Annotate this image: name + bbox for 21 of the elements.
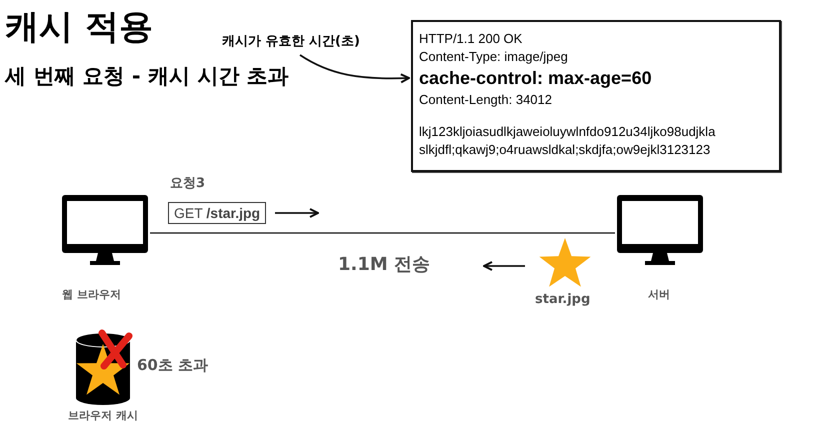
device-label: 서버 <box>648 287 670 302</box>
response-box <box>411 20 781 172</box>
header-line: Content-Length: 34012 <box>419 91 552 109</box>
header-line: Content-Type: image/jpeg <box>419 48 568 66</box>
annotation-text: 캐시가 유효한 시간(초) <box>222 32 360 50</box>
title: 캐시 적용 <box>5 6 153 49</box>
monitor-icon <box>60 195 150 265</box>
transfer-label: 1.1M 전송 <box>338 253 430 276</box>
connection-line <box>150 232 615 234</box>
request-box: GET /star.jpg <box>168 202 266 224</box>
file-label: star.jpg <box>535 292 590 307</box>
device-label: 웹 브라우저 <box>62 287 121 302</box>
monitor-icon <box>615 195 705 265</box>
header-line-highlighted: cache-control: max-age=60 <box>419 67 652 90</box>
expired-label: 60초 초과 <box>137 356 208 375</box>
header-line: HTTP/1.1 200 OK <box>419 30 522 48</box>
request-label: 요청3 <box>170 175 206 192</box>
body-text: lkj123kljoiasudlkjaweioluywlnfdo912u34ljko98udjkla slkjdfl;qkawj9;o4ruawsldkal;skdjfa;ow9ejkl3123123 <box>419 123 716 158</box>
pointer-arrow <box>300 54 410 84</box>
subtitle: 세 번째 요청 - 캐시 시간 초과 <box>5 63 289 90</box>
cache-label: 브라우저 캐시 <box>68 408 138 423</box>
